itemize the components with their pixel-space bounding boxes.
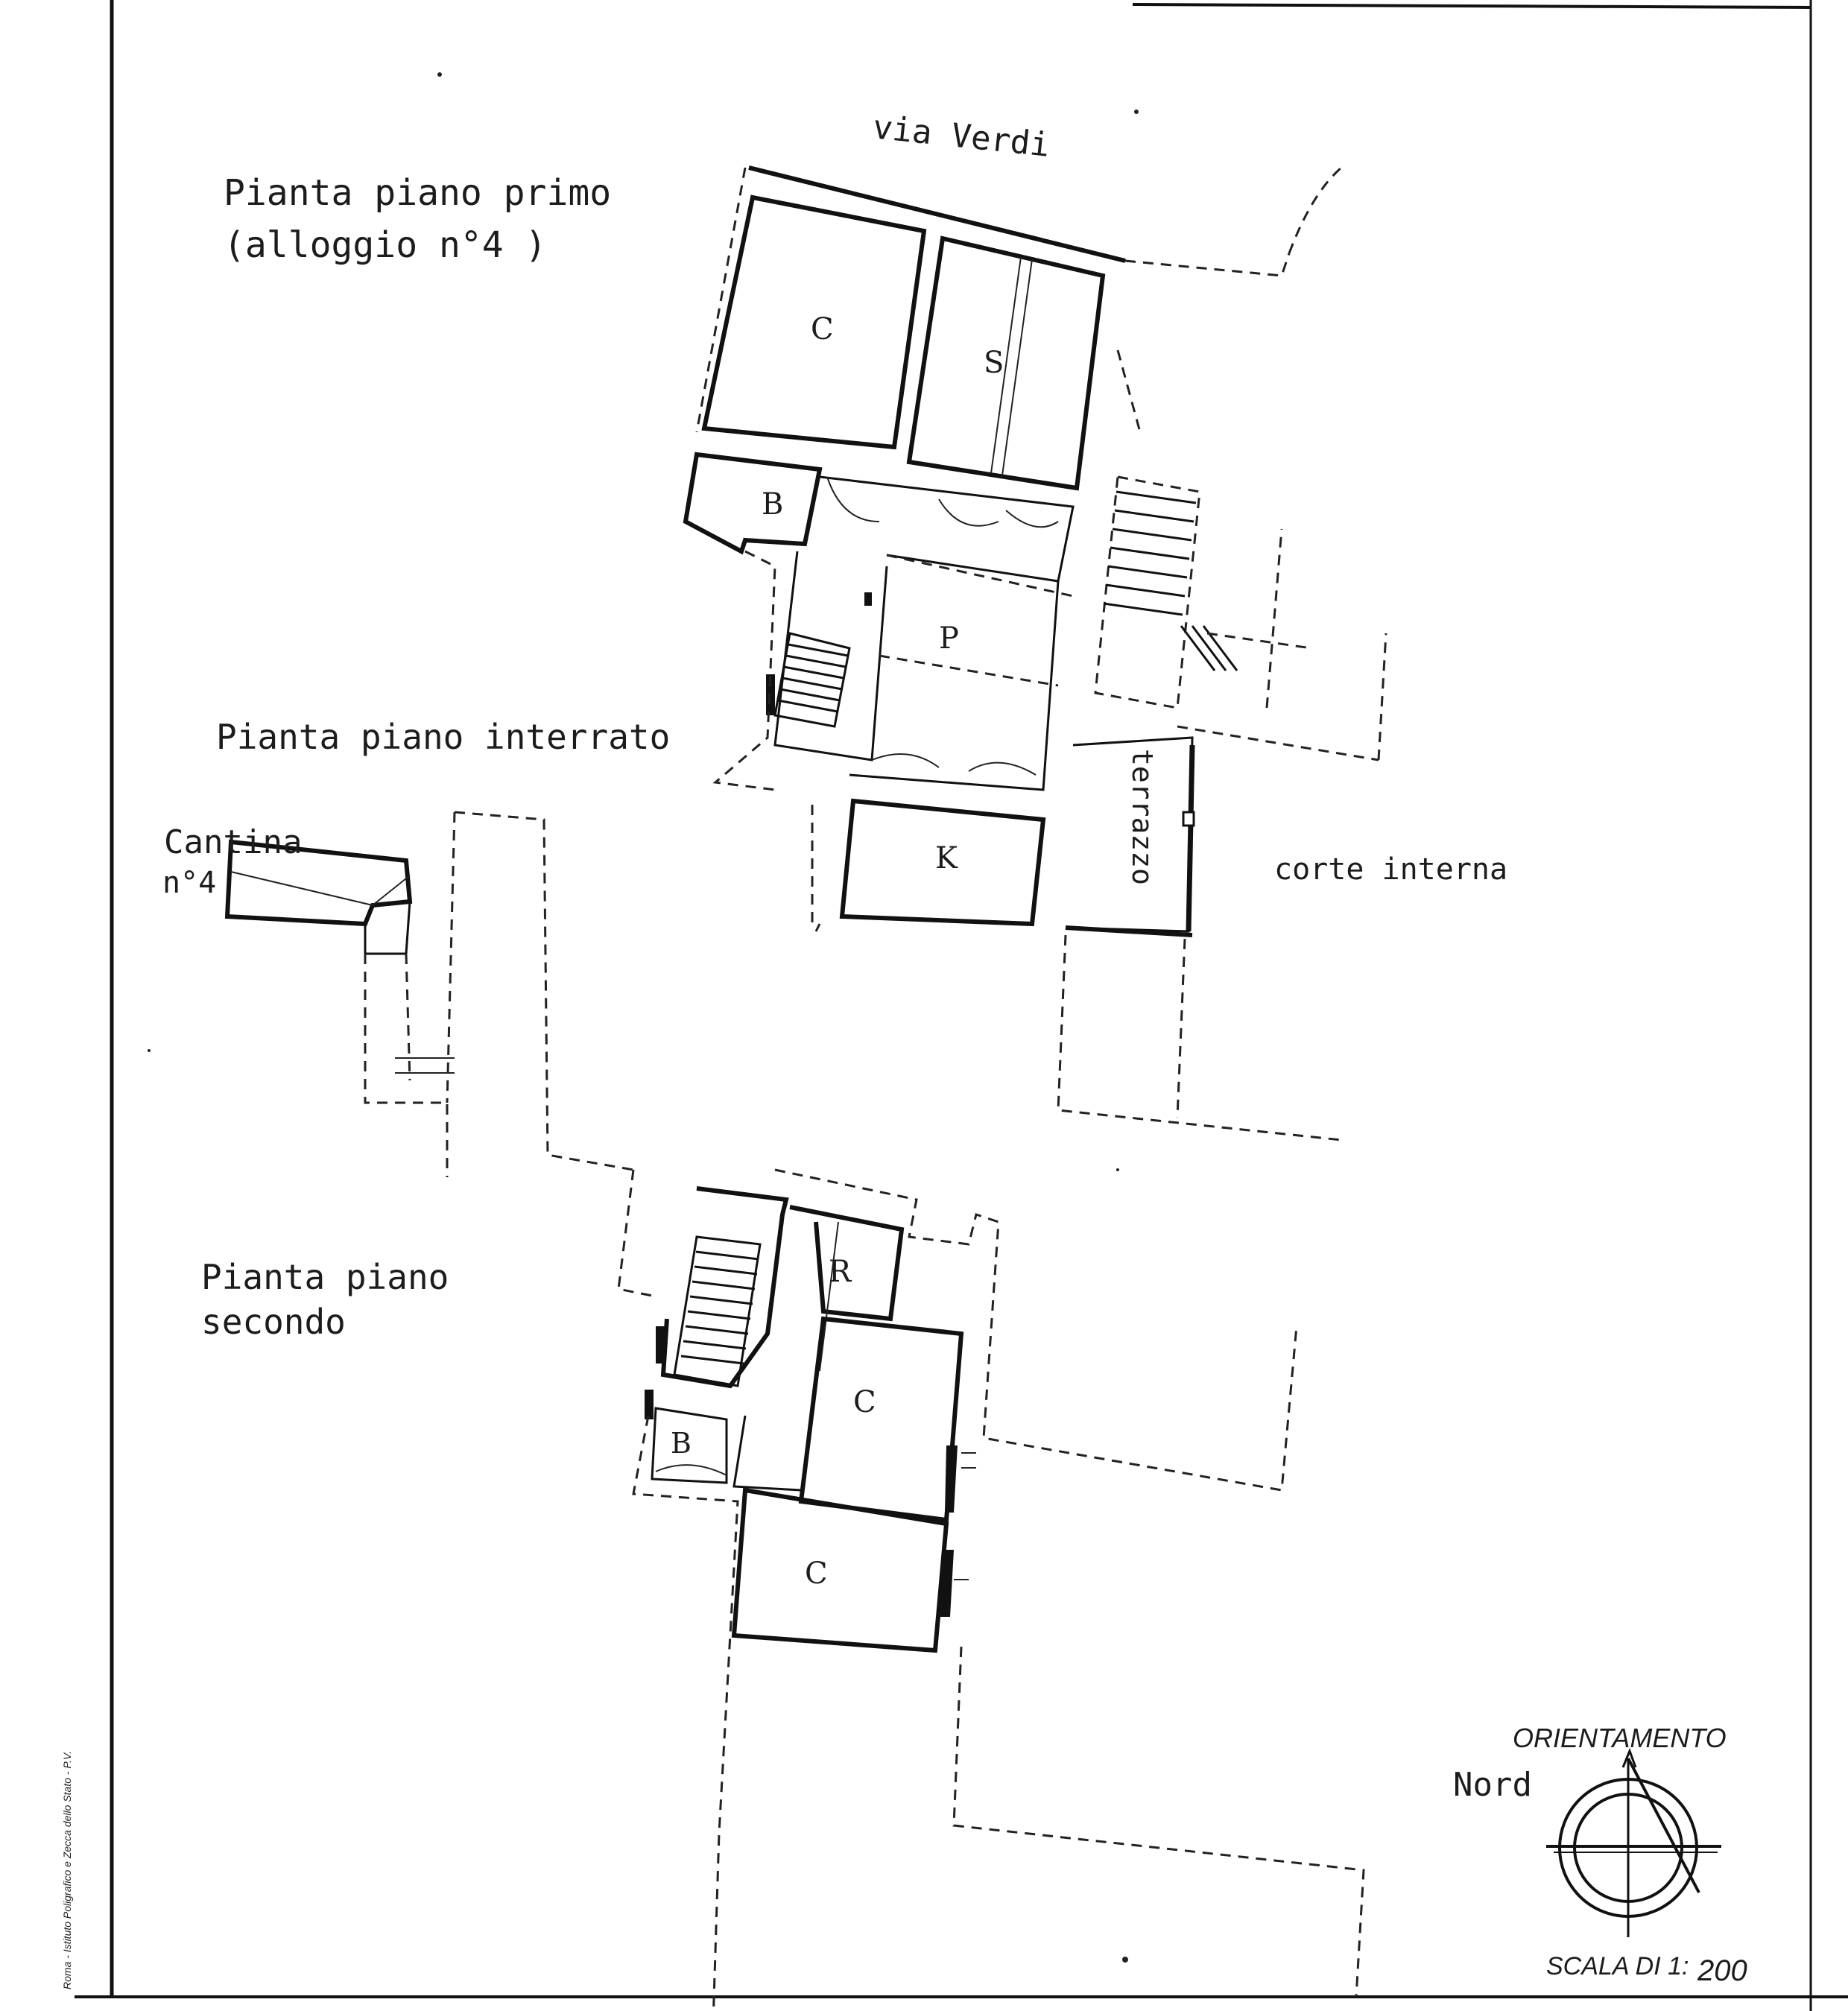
room-label-c: C [811,312,834,346]
cellar-label-line2: n°4 [162,866,216,900]
room-label-s: S [984,346,1004,380]
courtyard-label: corte interna [1274,852,1507,887]
street-label: via Verdi [871,108,1051,165]
orientation-label: ORIENTAMENTO [1513,1723,1727,1753]
second-floor-title-line2: secondo [201,1302,346,1342]
sheet-frame [75,0,1848,2011]
second-floor-plan [617,1168,1365,2011]
room-label-c-upper: C [853,1385,876,1419]
exterior-stair [1094,475,1238,709]
basement-title: Pianta piano interrato [216,717,670,757]
cellar-label-line1: Cantina [164,823,302,861]
north-label: Nord [1453,1766,1532,1804]
room-label-b-second: B [671,1427,692,1460]
first-floor-title: Pianta piano primo [224,172,611,214]
room-s-walls [906,235,1106,491]
room-k-walls [839,798,1046,927]
first-floor-plan [683,165,1387,1141]
terrace-label: terrazzo [1126,749,1159,885]
scale-label: SCALA DI 1: 200 [1546,1952,1747,1987]
room-c-walls [701,194,927,450]
scale-prefix: SCALA DI 1: [1546,1952,1689,1980]
room-label-r: R [829,1255,852,1289]
scale-value: 200 [1697,1954,1747,1987]
room-label-b: B [762,487,783,522]
room-b-walls [683,452,823,555]
second-floor-stair [645,1186,789,1419]
first-floor-stair [766,592,872,728]
scan-specks [148,72,1139,1963]
room-label-k: K [935,841,958,875]
second-floor-title-line1: Pianta piano [201,1257,449,1297]
room-c-upper-walls [798,1316,964,1523]
basement-plan [224,811,634,1177]
room-label-c-lower: C [805,1556,828,1591]
north-compass-icon [1546,1747,1721,1937]
room-label-p: P [939,621,959,656]
first-floor-subtitle: (alloggio n°4 ) [224,224,546,266]
room-b-second-walls [651,1407,728,1484]
side-imprint: Roma - Istituto Poligrafico e Zecca dell… [61,1751,73,1989]
room-c-lower-walls [731,1487,949,1653]
room-r-walls [789,1205,905,1322]
